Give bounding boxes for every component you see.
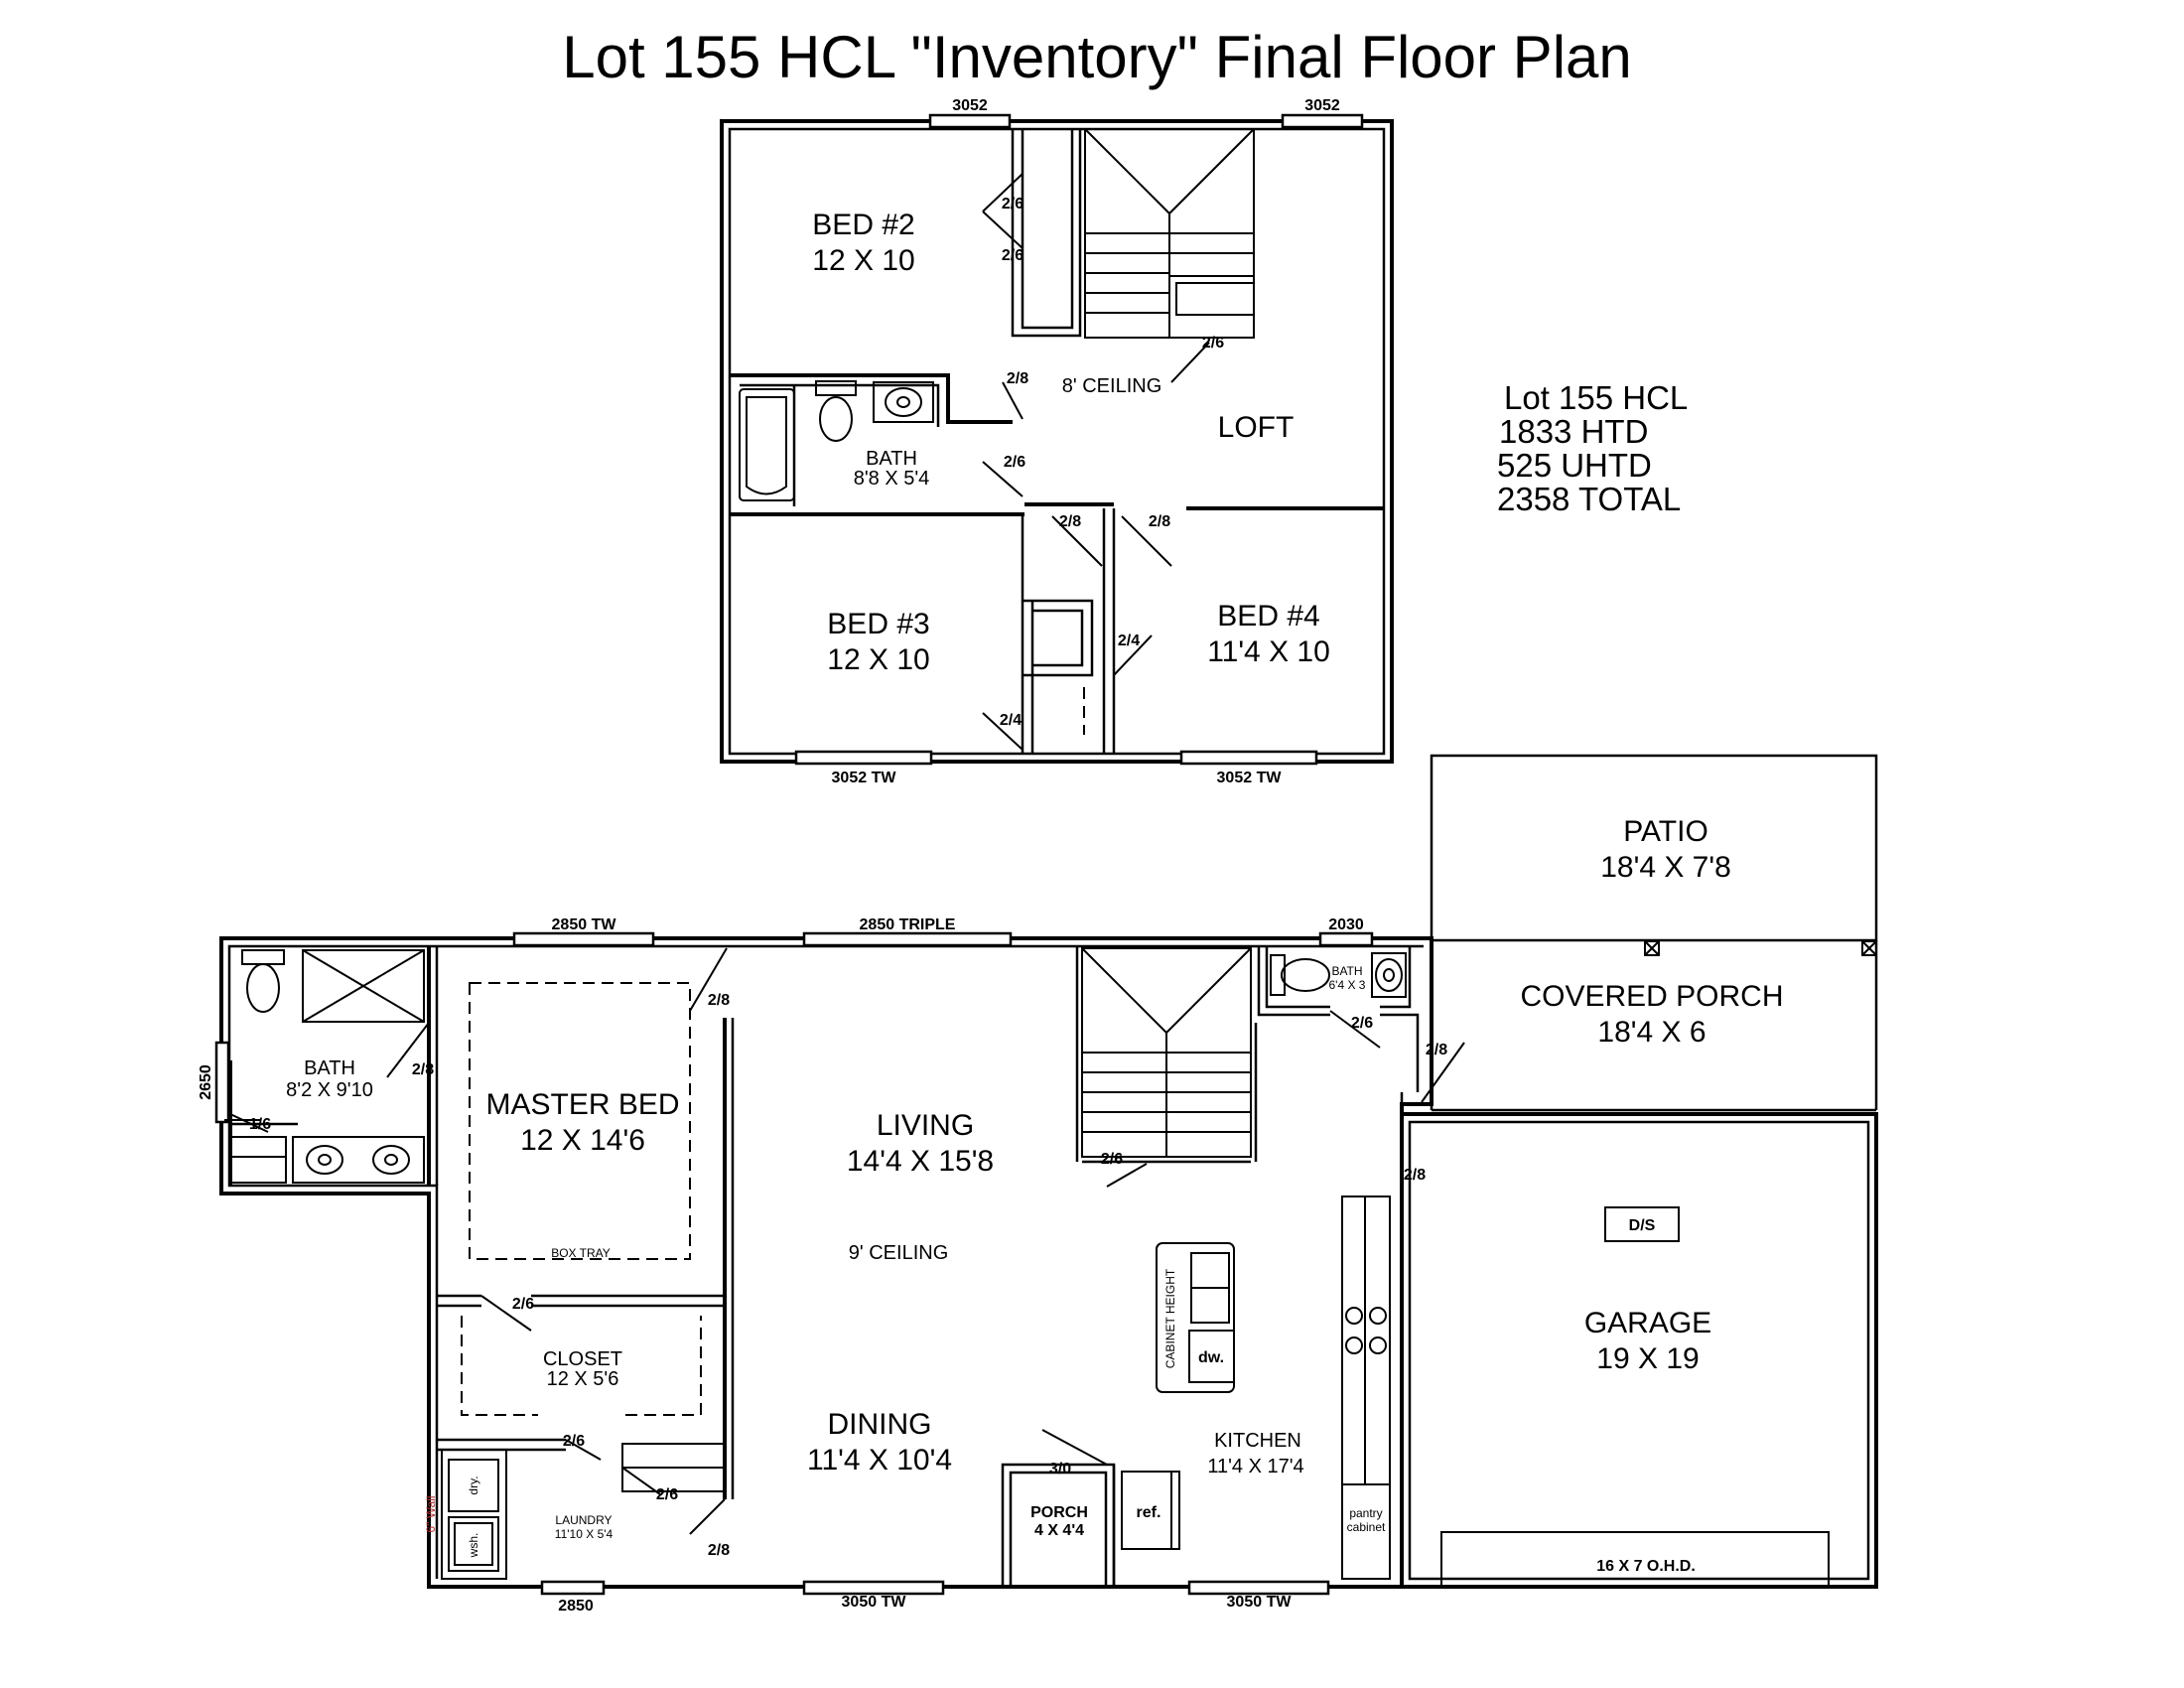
window-main-1: 2850 TW: [552, 916, 617, 933]
window-main-5: 2850: [558, 1598, 594, 1615]
door-label: 2/6: [1002, 196, 1024, 212]
room-bed4-name: BED #4: [1217, 600, 1319, 633]
room-front-porch-name: PORCH: [1030, 1504, 1088, 1521]
door-label: 2/6: [512, 1296, 534, 1313]
door-label: 2/8: [708, 1542, 730, 1559]
room-half-bath-name: BATH: [1331, 964, 1362, 978]
room-laundry-size: 11'10 X 5'4: [555, 1527, 614, 1541]
room-patio-size: 18'4 X 7'8: [1600, 851, 1731, 884]
window-upper-top-right: 3052: [1304, 97, 1340, 114]
summary-total: 2358 TOTAL: [1497, 481, 1681, 517]
window-main-4: 2650: [198, 1064, 214, 1100]
room-upper-bath-name: BATH: [866, 448, 917, 470]
door-label: 2/6: [1101, 1151, 1123, 1168]
door-label: 2/8: [1149, 513, 1170, 530]
door-label: 2/6: [1004, 454, 1025, 471]
door-label: 2/6: [1351, 1015, 1373, 1032]
door-label: 2/6: [1002, 247, 1024, 264]
window-upper-bottom-left: 3052 TW: [832, 770, 897, 786]
window-main-6: 3050 TW: [842, 1594, 907, 1611]
room-closet-name: CLOSET: [543, 1348, 622, 1370]
fridge-label: ref.: [1137, 1504, 1161, 1521]
room-master-bath-size: 8'2 X 9'10: [286, 1079, 373, 1101]
door-label: 2/8: [412, 1061, 434, 1078]
room-upper-bath-size: 8'8 X 5'4: [854, 468, 930, 490]
room-garage-size: 19 X 19: [1596, 1342, 1699, 1375]
window-upper-bottom-right: 3052 TW: [1217, 770, 1283, 786]
washer-label: wsh.: [467, 1533, 480, 1559]
room-bed4-size: 11'4 X 10: [1207, 635, 1330, 668]
kitchen-island: [1156, 1242, 1235, 1393]
patio-outline: [1430, 754, 1878, 942]
door-label: 1/6: [249, 1116, 271, 1133]
door-label: 2/6: [563, 1433, 585, 1450]
window-main-3: 2030: [1328, 916, 1364, 933]
box-tray-label: BOX TRAY: [551, 1246, 611, 1260]
room-bed3-size: 12 X 10: [827, 643, 929, 676]
dryer-label: dry.: [467, 1476, 480, 1494]
room-master-bath-name: BATH: [304, 1057, 355, 1079]
summary-heated: 1833 HTD: [1499, 413, 1648, 450]
garage-ds-label: D/S: [1629, 1217, 1656, 1234]
room-covered-porch-size: 18'4 X 6: [1597, 1016, 1706, 1049]
room-laundry-name: LAUNDRY: [555, 1513, 612, 1527]
room-master-name: MASTER BED: [485, 1088, 679, 1121]
door-label: 2/8: [1426, 1042, 1447, 1058]
room-dining-name: DINING: [828, 1408, 932, 1441]
page-title: Lot 155 HCL "Inventory" Final Floor Plan: [562, 24, 1632, 90]
area-summary: Lot 155 HCL 1833 HTD 525 UHTD 2358 TOTAL: [1497, 379, 1688, 517]
room-bed2-size: 12 X 10: [812, 244, 914, 277]
door-label: 2/8: [1007, 370, 1028, 387]
room-loft-name: LOFT: [1218, 411, 1295, 444]
door-label: 2/8: [1404, 1167, 1426, 1184]
main-floor: 2850 TW 2850 TRIPLE 2030 2650 2850 3050 …: [198, 754, 1878, 1615]
dishwasher-label: dw.: [1198, 1349, 1224, 1366]
upper-ceiling-note: 8' CEILING: [1062, 375, 1162, 397]
garage-door-label: 16 X 7 O.H.D.: [1596, 1558, 1696, 1575]
cabinet-height-label: CABINET HEIGHT: [1163, 1268, 1177, 1368]
door-label: 2/4: [1000, 712, 1022, 729]
room-bed2-name: BED #2: [812, 209, 914, 241]
door-label: 2/6: [656, 1486, 678, 1503]
room-master-size: 12 X 14'6: [520, 1124, 645, 1157]
pantry-label-1: pantry: [1349, 1506, 1382, 1520]
wall-note: 6" Wall: [424, 1495, 438, 1532]
room-living-size: 14'4 X 15'8: [847, 1145, 994, 1178]
window-upper-top-left: 3052: [952, 97, 988, 114]
door-label: 3/0: [1049, 1461, 1071, 1477]
door-label: 2/4: [1118, 633, 1140, 649]
door-label: 2/8: [708, 992, 730, 1009]
room-kitchen-name: KITCHEN: [1214, 1430, 1301, 1452]
room-living-name: LIVING: [877, 1109, 974, 1142]
summary-unheated: 525 UHTD: [1497, 447, 1652, 484]
room-front-porch-size: 4 X 4'4: [1034, 1522, 1084, 1539]
upper-floor: 3052 3052 3052 TW 3052 TW: [720, 97, 1394, 786]
box-tray: [469, 982, 691, 1260]
room-kitchen-size: 11'4 X 17'4: [1207, 1456, 1303, 1477]
room-bed3-name: BED #3: [827, 608, 929, 640]
room-closet-size: 12 X 5'6: [547, 1368, 619, 1390]
room-covered-porch-name: COVERED PORCH: [1520, 980, 1783, 1013]
upper-outer-wall: [720, 119, 1394, 764]
pantry-label-2: cabinet: [1347, 1520, 1386, 1534]
window-main-2: 2850 TRIPLE: [860, 916, 956, 933]
main-ceiling-note: 9' CEILING: [849, 1242, 949, 1264]
room-patio-name: PATIO: [1623, 815, 1708, 848]
room-garage-name: GARAGE: [1584, 1307, 1711, 1339]
summary-lot: Lot 155 HCL: [1504, 379, 1688, 416]
door-label: 2/6: [1202, 335, 1224, 352]
window-main-7: 3050 TW: [1227, 1594, 1293, 1611]
room-dining-size: 11'4 X 10'4: [807, 1444, 952, 1477]
room-half-bath-size: 6'4 X 3: [1329, 978, 1366, 992]
door-label: 2/8: [1059, 513, 1081, 530]
